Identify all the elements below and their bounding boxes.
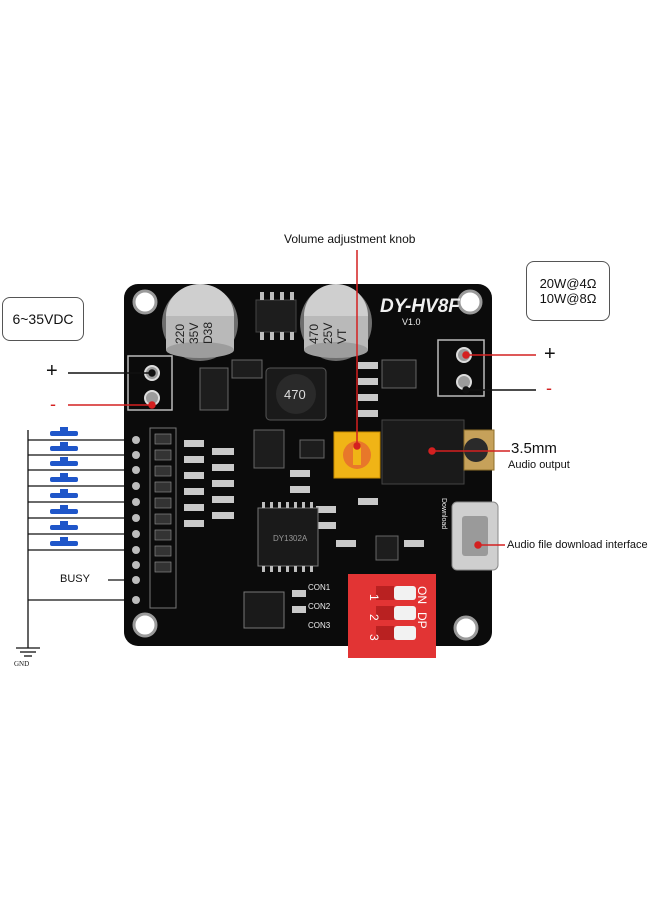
dip-1: 1: [367, 594, 381, 601]
con3-label: CON3: [308, 621, 331, 630]
left-wiring: [16, 430, 132, 657]
cap-left-line3: D38: [201, 322, 215, 344]
cap-right-line2: 25V: [321, 323, 335, 344]
download-interface-label: Audio file download interface: [507, 539, 648, 551]
con1-label: CON1: [308, 583, 331, 592]
board-model: DY-HV8F: [380, 296, 461, 317]
con2-label: CON2: [308, 602, 331, 611]
download-silk: Download: [440, 498, 447, 529]
busy-label: BUSY: [60, 573, 90, 585]
volume-knob-label: Volume adjustment knob: [284, 232, 416, 246]
plus-right-label: +: [544, 343, 556, 365]
jack-size-label: 3.5mm: [511, 440, 557, 457]
audio-output-label: Audio output: [508, 459, 570, 471]
dip-on: ON: [415, 586, 429, 604]
dip-switch: [348, 574, 436, 658]
dip-dp: DP: [415, 612, 429, 629]
plus-left-label: +: [46, 360, 58, 382]
minus-left-label: -: [50, 394, 56, 414]
cap-right-line1: 470: [307, 324, 321, 344]
pcb-board: [124, 284, 499, 658]
power-line-2: 10W@8Ω: [539, 291, 597, 306]
callout-black-lines: [68, 369, 536, 394]
capacitor-left: [162, 284, 238, 361]
cap-right-line3: VT: [335, 328, 349, 344]
power-line-1: 20W@4Ω: [539, 276, 597, 291]
gnd-label: GND: [14, 660, 30, 668]
callout-arrows: [68, 250, 536, 549]
voltage-box: 6~35VDC: [2, 297, 84, 341]
board-version: V1.0: [402, 317, 421, 327]
silkscreen: DY-HV8F V1.0 220 35V D38 470 25V VT 470 …: [173, 296, 461, 641]
push-buttons: [50, 427, 78, 546]
chip-text: DY1302A: [273, 534, 308, 543]
voltage-label: 6~35VDC: [12, 311, 74, 327]
cap-left-line2: 35V: [187, 323, 201, 344]
inductor-label: 470: [284, 387, 306, 402]
power-rating-box: 20W@4Ω 10W@8Ω: [526, 261, 610, 321]
dip-3: 3: [367, 634, 381, 641]
audio-jack: [381, 419, 495, 485]
capacitor-right: [300, 284, 372, 361]
volume-knob: [333, 431, 381, 479]
minus-right-label: -: [546, 378, 552, 398]
cap-left-line1: 220: [173, 324, 187, 344]
usb-port: [451, 501, 499, 571]
dip-2: 2: [367, 614, 381, 621]
